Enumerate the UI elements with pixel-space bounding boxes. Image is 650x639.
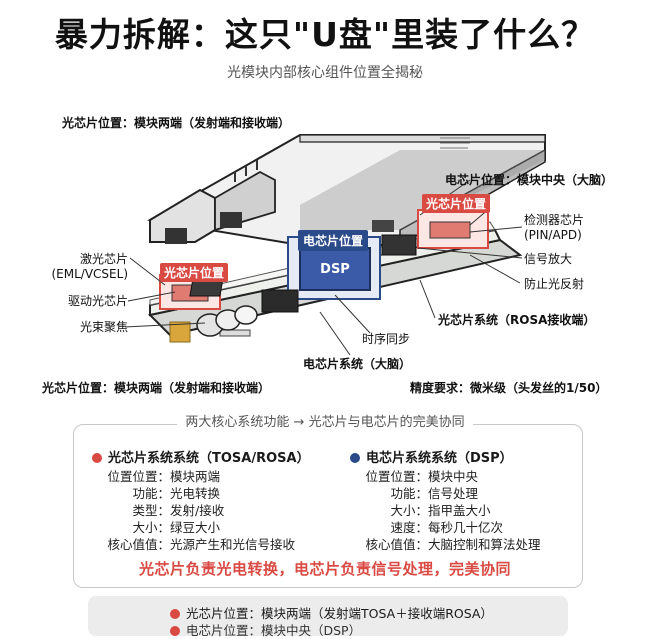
blue-dot-icon (350, 453, 360, 463)
bottom-line-2: 电芯片位置：模块中央（DSP） (170, 620, 361, 639)
label-detector-chip: 检测器芯片 (524, 213, 585, 227)
label-signal-amp: 信号放大 (524, 252, 573, 266)
tag-elec: 电芯片位置 (298, 230, 369, 251)
label-mid-right: 电芯片位置：模块中央（大脑） (445, 173, 614, 187)
right-row-key: 核心值值： (365, 537, 428, 552)
left-row-key: 功能： (132, 486, 170, 501)
page-title: 暴力拆解：这只"U盘"里装了什么？ (54, 15, 596, 54)
label-driver-chip: 驱动光芯片 (67, 294, 128, 308)
left-row-key: 类型： (132, 503, 170, 518)
right-row: 核心值值：大脑控制和算法处理 (350, 537, 541, 552)
right-row-key: 速度： (390, 520, 428, 535)
left-row-value: 光电转换 (170, 486, 221, 501)
right-row-value: 大脑控制和算法处理 (428, 537, 541, 552)
label-top-left: 光芯片位置：模块两端（发射端和接收端） (62, 116, 291, 130)
comparison-panel (73, 424, 583, 588)
right-row: 功能：信号处理 (350, 486, 478, 501)
left-row-key: 大小： (132, 520, 170, 535)
label-detector-type: (PIN/APD) (524, 228, 582, 242)
elec-system-heading-text: 电芯片系统系统（DSP） (366, 451, 513, 466)
left-row: 位置位置：模块两端 (92, 469, 220, 484)
panel-slogan: 光芯片负责光电转换，电芯片负责信号处理，完美协同 (138, 560, 511, 578)
panel-title-wrap: 两大核心系统功能 → 光芯片与电芯片的完美协同 (0, 411, 650, 430)
optical-system-heading: 光芯片系统系统（TOSA/ROSA） (92, 447, 310, 466)
label-laser-type: (EML/VCSEL) (51, 267, 129, 281)
left-row-value: 发射/接收 (170, 503, 225, 518)
label-bottom-left: 光芯片位置：模块两端（发射端和接收端） (42, 381, 271, 395)
right-row-value: 每秒几十亿次 (428, 520, 504, 535)
label-timing-sync: 时序同步 (362, 332, 411, 346)
panel-title: 两大核心系统功能 → 光芯片与电芯片的完美协同 (177, 415, 473, 430)
right-row-value: 模块中央 (428, 469, 479, 484)
elec-system-heading: 电芯片系统系统（DSP） (350, 447, 513, 466)
red-dot-icon (92, 453, 102, 463)
left-row: 功能：光电转换 (92, 486, 220, 501)
right-row: 速度：每秒几十亿次 (350, 520, 503, 535)
optical-system-heading-text: 光芯片系统系统（TOSA/ROSA） (108, 451, 310, 466)
right-row: 位置位置：模块中央 (350, 469, 478, 484)
red-dot-icon (170, 609, 180, 619)
left-row-value: 光源产生和光信号接收 (170, 537, 296, 552)
label-anti-reflect: 防止光反射 (524, 277, 585, 291)
small-chip (372, 220, 394, 232)
memory-chip (261, 289, 299, 313)
dsp-chip-text: DSP (320, 262, 350, 277)
left-row: 大小：绿豆大小 (92, 520, 220, 535)
rosa-optical-chip (417, 209, 489, 249)
tag-optical-left: 光芯片位置 (160, 263, 229, 282)
left-row-value: 绿豆大小 (170, 520, 221, 535)
bottom-line-1: 光芯片位置：模块两端（发射端TOSA＋接收端ROSA） (170, 603, 493, 622)
label-beam-focus: 光束聚焦 (79, 320, 128, 334)
left-row: 核心值值：光源产生和光信号接收 (92, 537, 295, 552)
label-elec-system: 电芯片系统（大脑） (303, 357, 412, 371)
bottom-line-2-text: 电芯片位置：模块中央（DSP） (186, 623, 362, 638)
left-row: 类型：发射/接收 (92, 503, 224, 518)
label-rosa-system: 光芯片系统（ROSA接收端） (438, 313, 596, 327)
right-row-key: 位置位置： (365, 469, 428, 484)
red-dot-icon (170, 626, 180, 636)
right-row-value: 信号处理 (428, 486, 479, 501)
label-precision: 精度要求：微米级（头发丝的1/50） (410, 381, 608, 395)
right-row-key: 功能： (390, 486, 428, 501)
bottom-line-1-text: 光芯片位置：模块两端（发射端TOSA＋接收端ROSA） (186, 606, 493, 621)
left-row-value: 模块两端 (170, 469, 221, 484)
right-row-value: 指甲盖大小 (428, 503, 491, 518)
page-subtitle: 光模块内部核心组件位置全揭秘 (227, 65, 423, 81)
tag-optical-right: 光芯片位置 (422, 194, 491, 213)
amplifier-chip (381, 234, 417, 256)
left-row-key: 核心值值： (107, 537, 170, 552)
right-row-key: 大小： (390, 503, 428, 518)
left-row-key: 位置位置： (107, 469, 170, 484)
right-row: 大小：指甲盖大小 (350, 503, 491, 518)
label-laser-chip: 激光芯片 (79, 252, 128, 266)
